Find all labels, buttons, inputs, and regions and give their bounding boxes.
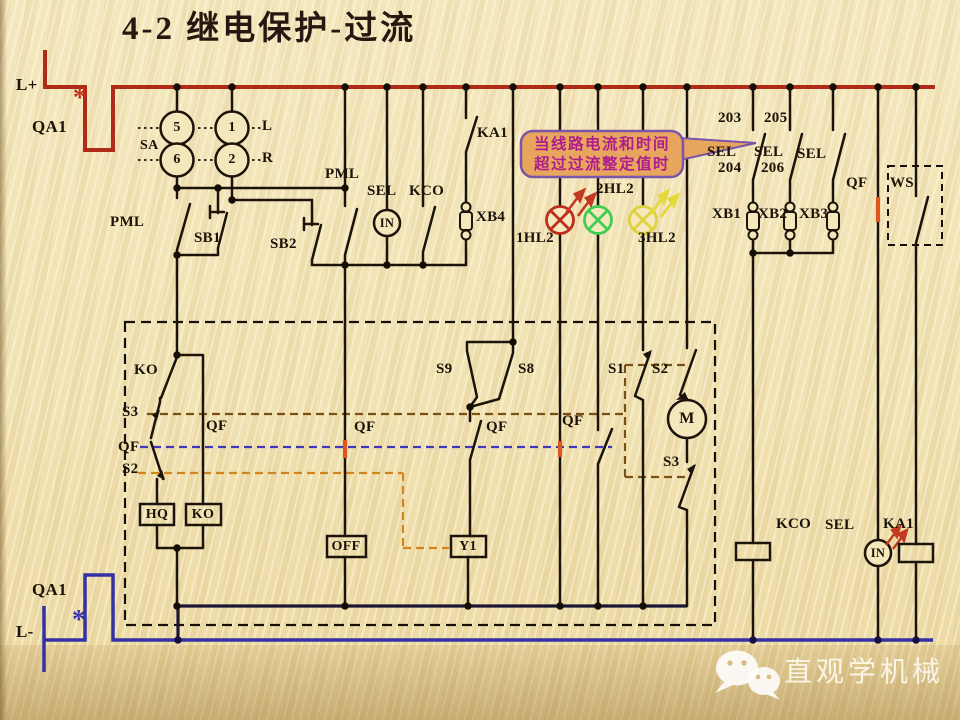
bottom-watermark-band (0, 645, 960, 720)
lamp-3hl2-yellow (628, 205, 658, 235)
lamp2-label: 2HL2 (596, 181, 634, 197)
qf-mid-label: QF (354, 419, 376, 435)
kco-coil-label: KCO (776, 516, 812, 532)
sel-a-label: SEL (707, 144, 737, 160)
xb4-label: XB4 (476, 209, 506, 225)
in-indicator-top (372, 208, 402, 238)
signal-lamps (545, 205, 658, 235)
pml2-label: PML (325, 166, 360, 182)
s2-right-label: S2 (652, 361, 669, 377)
qf-y1-label: QF (486, 419, 508, 435)
wechat-icon (715, 650, 780, 700)
off-box-label: OFF (331, 539, 361, 554)
qf-left-label: QF (118, 439, 140, 455)
breaker-cabinet-dashed-box (123, 320, 717, 627)
wire-206-label: 206 (761, 160, 785, 176)
red-lit-arrows (564, 187, 598, 217)
sb1-label: SB1 (194, 230, 221, 246)
ka1-contact-label: KA1 (477, 125, 508, 141)
s9-label: S9 (436, 361, 453, 377)
wire-204-label: 204 (718, 160, 742, 176)
sel-bottom-label: SEL (825, 517, 855, 533)
in2-label: IN (870, 545, 886, 560)
sa-dir-l: L (262, 118, 273, 134)
l-minus-label: L- (16, 622, 34, 641)
watermark-text: 直观学机械 (784, 657, 945, 688)
sa-pos-1: 1 (228, 120, 236, 135)
kco-contact-label: KCO (409, 183, 445, 199)
spring-motor-circle (666, 398, 708, 440)
lamp1-label: 1HL2 (516, 230, 554, 246)
tripped-highlight-segments (342, 197, 881, 458)
in1-label: IN (379, 215, 395, 230)
motor-label: M (679, 410, 695, 427)
red-arrows-in-bottom (885, 523, 909, 550)
sa-pos-6: 6 (173, 152, 181, 167)
xb2-label: XB2 (758, 206, 788, 222)
in-indicator-bottom (863, 538, 893, 568)
l-plus-label: L+ (16, 75, 38, 94)
callout-line2: 超过过流整定值时 (533, 156, 671, 173)
sa-dir-r: R (262, 150, 274, 166)
s2-left-label: S2 (122, 461, 139, 477)
fault-marker-bottom: * (72, 604, 86, 634)
spring-contact-arrows (152, 350, 696, 480)
ko-box-label: KO (191, 507, 215, 522)
xb-link-symbols (459, 201, 840, 241)
qa1-top-label: QA1 (32, 117, 67, 136)
qf-branch-label: QF (206, 418, 228, 434)
pml1-label: PML (110, 214, 145, 230)
lamp-2hl2-green (583, 205, 613, 235)
sel1-label: SEL (367, 183, 397, 199)
lamp3-label: 3HL2 (638, 230, 676, 246)
xb1-label: XB1 (712, 206, 742, 222)
linkage-dashed-brown (147, 363, 691, 479)
left-edge-shadow (0, 0, 7, 720)
s1-label: S1 (608, 361, 625, 377)
y1-box-label: Y1 (459, 539, 477, 554)
slide-title: 4-2 继电保护-过流 (122, 11, 417, 47)
fault-marker-top: * (73, 82, 87, 112)
common-return-bus (176, 604, 687, 639)
ko-contact-label: KO (134, 362, 158, 378)
sel-b-label: SEL (754, 144, 784, 160)
sel-c-label: SEL (797, 146, 827, 162)
negative-bus-l-minus (44, 573, 933, 642)
linkage-dashed-orange (138, 471, 449, 550)
xb3-label: XB3 (799, 206, 829, 222)
callout-bubble (519, 129, 757, 179)
s8-label: S8 (518, 361, 535, 377)
qf-main-label: QF (846, 175, 868, 191)
wire-205-label: 205 (764, 110, 788, 126)
s3-right-label: S3 (663, 454, 680, 470)
s3-left-label: S3 (122, 404, 139, 420)
sa-pos-5: 5 (173, 120, 181, 135)
sa-label: SA (140, 138, 159, 153)
ws-label: WS (890, 175, 914, 191)
component-boxes (138, 502, 935, 564)
qa1-bottom-label: QA1 (32, 580, 67, 599)
junction-dots (173, 83, 920, 610)
qf-lamp-label: QF (562, 413, 584, 429)
sa-pos-2: 2 (228, 152, 236, 167)
sa-selector-contacts (159, 110, 250, 178)
positive-bus-l-plus (43, 50, 935, 152)
yellow-lit-arrows (649, 188, 681, 218)
sb2-label: SB2 (270, 236, 297, 252)
ka1-coil-label: KA1 (883, 516, 914, 532)
blue-bus-dots (174, 636, 920, 644)
hq-box-label: HQ (145, 507, 169, 522)
callout-line1: 当线路电流和时间 (533, 136, 671, 153)
wire-203-label: 203 (718, 110, 742, 126)
